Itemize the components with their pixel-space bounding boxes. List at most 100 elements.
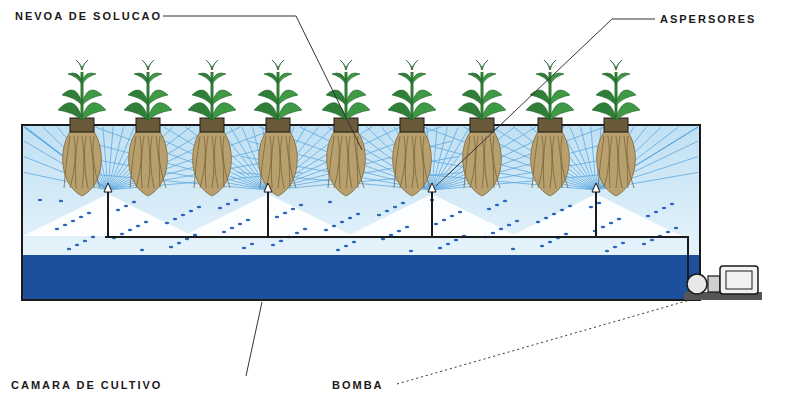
spray-ray [432, 127, 437, 190]
plant-leaf [412, 60, 418, 70]
droplet [507, 224, 511, 227]
root-strand [470, 136, 475, 188]
plant-leaf [388, 103, 412, 120]
root-strand [484, 136, 488, 188]
plant-leaf [206, 60, 212, 70]
root-strand [159, 136, 166, 188]
spray-ray [432, 127, 605, 190]
droplet [275, 216, 279, 219]
droplet [438, 247, 442, 250]
plant-leaf [616, 60, 622, 70]
droplet [344, 245, 348, 248]
droplet [670, 203, 674, 206]
spray-ray [108, 127, 113, 190]
root-strand [532, 136, 538, 188]
root-strand [70, 136, 75, 188]
root-strand [75, 136, 78, 188]
root-mass [531, 132, 570, 196]
root-strand [82, 136, 84, 188]
plant-leaf [412, 103, 436, 120]
root-strand [400, 136, 405, 188]
callout-label: NEVOA DE SOLUCAO [14, 10, 163, 23]
plant-leaf [82, 90, 102, 105]
plant-leaf [212, 90, 232, 105]
plant-leaf [616, 73, 630, 84]
droplet [136, 225, 140, 228]
droplet [120, 233, 124, 236]
plants [58, 60, 640, 132]
droplet [324, 229, 328, 232]
plant-leaf [148, 90, 168, 105]
root-strand [271, 136, 274, 188]
plant-leaf [254, 103, 278, 120]
droplet [181, 214, 185, 217]
root-strand [212, 136, 214, 188]
sprayer-nozzle [264, 183, 272, 192]
plant-leaf [346, 90, 366, 105]
droplet [283, 212, 287, 215]
droplet [393, 206, 397, 209]
droplet [548, 241, 552, 244]
root-strand [93, 136, 100, 188]
root-strand [339, 136, 342, 188]
droplet [352, 241, 356, 244]
root-strand [493, 136, 500, 188]
plant-leaf [616, 103, 640, 120]
plant-leaf [530, 90, 550, 105]
droplet [238, 223, 242, 226]
plant-leaf [482, 60, 488, 70]
spray-ray [432, 127, 447, 190]
plant-leaf [602, 73, 616, 84]
root-strand [627, 136, 634, 188]
droplet [67, 248, 71, 251]
plant-leaf [278, 73, 292, 84]
root-strand [414, 136, 418, 188]
root-strand [194, 136, 200, 188]
plant-leaf [188, 103, 212, 120]
plant-leaf [392, 90, 412, 105]
droplet [83, 240, 87, 243]
droplet [617, 218, 621, 221]
plant-leaf [346, 103, 370, 120]
plant-leaf [148, 60, 154, 70]
plant-leaf [264, 73, 278, 84]
droplet [540, 245, 544, 248]
droplet [605, 250, 609, 253]
root-strand [150, 136, 154, 188]
root-strand [266, 136, 271, 188]
droplet [340, 221, 344, 224]
droplet [242, 247, 246, 250]
droplet [91, 236, 95, 239]
root-strand [84, 136, 88, 188]
spray-cones [23, 194, 681, 236]
droplet [165, 222, 169, 225]
plant-leaf [616, 90, 636, 105]
solution-reservoir [22, 255, 700, 300]
root-strand [200, 136, 205, 188]
plant-leaf [134, 73, 148, 84]
droplet [381, 238, 385, 241]
root-strand [561, 136, 568, 188]
leader-lines [148, 16, 690, 384]
droplet [116, 209, 120, 212]
root-strand [405, 136, 408, 188]
root-strand [136, 136, 141, 188]
plant-leaf [458, 103, 482, 120]
droplet [336, 249, 340, 252]
plant-leaf [148, 103, 172, 120]
droplet [291, 208, 295, 211]
plant-leaf [62, 90, 82, 105]
droplet [193, 234, 197, 237]
droplet [503, 200, 507, 203]
droplet [63, 224, 67, 227]
growing-chamber-outline [22, 125, 700, 300]
droplet [650, 239, 654, 242]
root-strand [130, 136, 136, 188]
droplet [299, 204, 303, 207]
droplet [55, 228, 59, 231]
droplet [197, 206, 201, 209]
droplet [589, 206, 593, 209]
droplet [434, 223, 438, 226]
droplet [560, 209, 564, 212]
plant-leaf [406, 60, 412, 70]
